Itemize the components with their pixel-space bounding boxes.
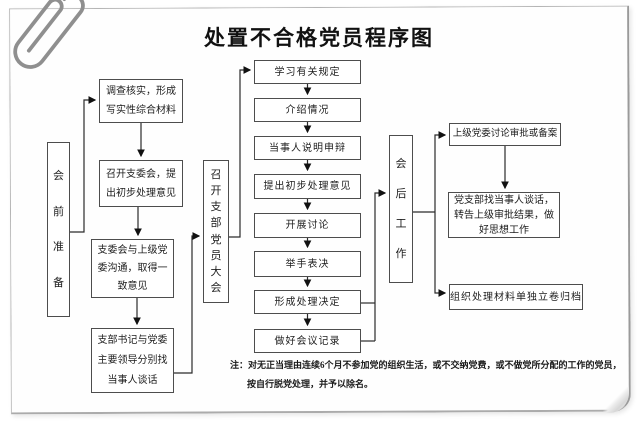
step-hand-vote: 举手表决 <box>254 251 361 277</box>
step-branch-committee-meeting: 召开支委会，提出初步处理意见 <box>99 160 183 207</box>
rail-char: 支 <box>210 201 222 214</box>
step-discussion: 开展讨论 <box>254 213 361 238</box>
rail-pre-meeting: 会 前 准 备 <box>47 142 70 317</box>
rail-char: 党 <box>210 233 222 246</box>
step-archive-materials: 组织处理材料单独立卷归档 <box>449 284 583 310</box>
step-investigate-verify: 调查核实，形成写实性综合材料 <box>99 79 183 123</box>
rail-char: 开 <box>210 185 222 198</box>
rail-char: 部 <box>210 217 222 230</box>
step-higher-committee-approval: 上级党委讨论审批或备案 <box>449 123 561 146</box>
step-inform-approval-result: 党支部找当事人谈话，转告上级审批结果，做好思想工作 <box>448 192 560 238</box>
step-introduce-situation: 介绍情况 <box>254 98 361 122</box>
rail-char: 会 <box>210 281 222 294</box>
footnote-line1: 注：对无正当理由连续6个月不参加党的组织生活，或不交纳党费，或不做党所分配的工作… <box>230 360 622 370</box>
step-meeting-minutes: 做好会议记录 <box>254 329 361 353</box>
rail-char: 工 <box>395 218 407 230</box>
rail-char: 会 <box>395 158 407 170</box>
rail-char: 大 <box>210 265 222 278</box>
step-leaders-talk: 支部书记与党委主要领导分别找当事人谈话 <box>91 328 174 393</box>
rail-char: 会 <box>53 170 64 183</box>
page-title: 处置不合格党员程序图 <box>204 27 434 50</box>
rail-char: 备 <box>53 276 64 289</box>
footnote-line2: 按自行脱党处理，并予以除名。 <box>247 378 374 389</box>
rail-branch-members-meeting: 召 开 支 部 党 员 大 会 <box>203 160 229 303</box>
rail-char: 前 <box>53 205 64 218</box>
step-communicate-higher-committee: 支委会与上级党委沟通，取得一致意见 <box>91 239 174 298</box>
step-party-member-statement: 当事人说明申辩 <box>254 136 361 160</box>
step-study-regulations: 学习有关规定 <box>254 60 361 84</box>
rail-char: 后 <box>395 188 407 200</box>
rail-post-meeting: 会 后 工 作 <box>389 135 413 283</box>
step-preliminary-opinion: 提出初步处理意见 <box>254 174 361 199</box>
rail-char: 准 <box>53 241 64 254</box>
rail-char: 员 <box>210 249 222 262</box>
step-form-decision: 形成处理决定 <box>254 290 361 314</box>
rail-char: 作 <box>395 248 407 260</box>
paperclip-icon <box>13 0 85 69</box>
footnote: 注：对无正当理由连续6个月不参加党的组织生活，或不交纳党费，或不做党所分配的工作… <box>230 356 630 393</box>
rail-char: 召 <box>210 169 222 182</box>
